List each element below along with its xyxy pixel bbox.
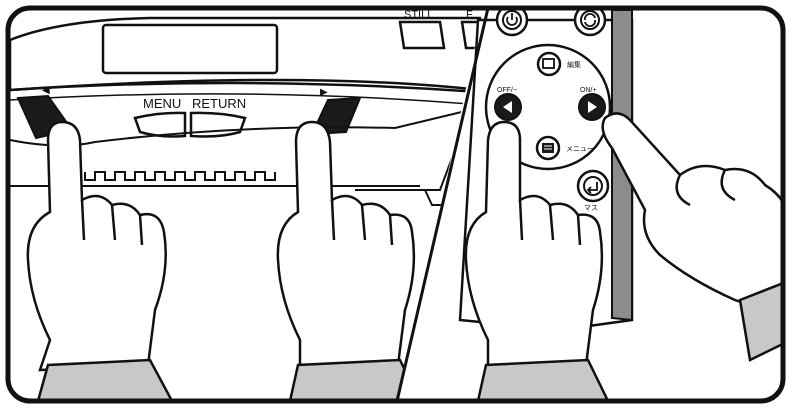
return-button[interactable] xyxy=(576,169,610,203)
bottom-label: マス xyxy=(584,204,598,212)
left-arrow-icon xyxy=(503,101,512,113)
still-key[interactable] xyxy=(398,20,446,50)
right-arrow-icon xyxy=(588,101,597,113)
edit-button[interactable] xyxy=(536,51,562,77)
return-icon xyxy=(586,182,598,194)
edit-icon xyxy=(542,58,555,69)
menu-list-icon xyxy=(542,143,554,153)
partial-label: F xyxy=(466,9,473,21)
return-label: RETURN xyxy=(192,96,246,111)
left-arrow-glyph: ◀ xyxy=(42,85,50,96)
edit-label: 編集 xyxy=(567,60,581,69)
power-icon xyxy=(506,13,518,26)
right-arrow-glyph: ▶ xyxy=(320,87,328,98)
menu-label-remote: メニュー xyxy=(566,146,594,153)
left-hand xyxy=(26,120,175,401)
left-hand-on-remote xyxy=(464,120,611,401)
panel-divider xyxy=(395,7,490,402)
refresh-icon xyxy=(584,13,596,27)
display-window xyxy=(101,23,279,75)
projector-panel: STILL F ◀ ▶ MENU RETURN xyxy=(8,9,482,206)
still-label: STILL xyxy=(404,9,433,21)
menu-label: MENU xyxy=(143,96,181,111)
off-label: OFF/− xyxy=(497,87,517,94)
frame-border xyxy=(5,5,786,404)
right-hand-on-panel xyxy=(276,120,423,401)
scene: STILL F ◀ ▶ MENU RETURN xyxy=(8,5,783,401)
refresh-button[interactable] xyxy=(573,5,607,37)
right-hand-on-remote xyxy=(601,112,783,362)
menu-key[interactable] xyxy=(133,111,187,138)
on-label: ON/+ xyxy=(580,87,597,94)
